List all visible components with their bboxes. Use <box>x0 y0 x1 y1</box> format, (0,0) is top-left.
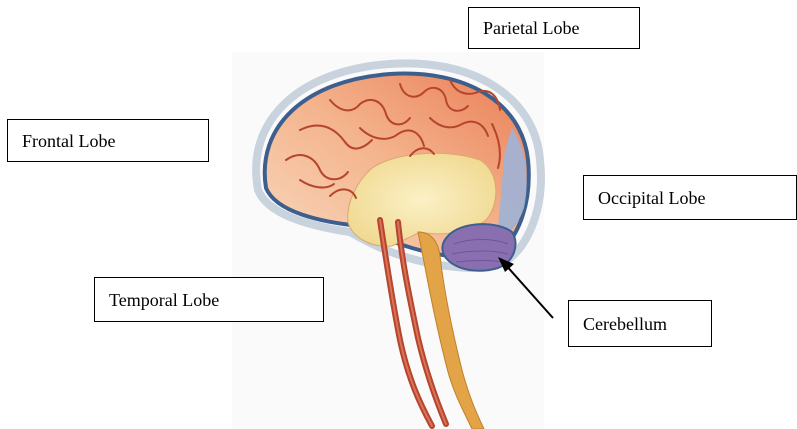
label-cerebellum-text: Cerebellum <box>583 315 667 333</box>
label-occipital-lobe-text: Occipital Lobe <box>598 189 705 207</box>
label-parietal-lobe-text: Parietal Lobe <box>483 19 579 37</box>
label-frontal-lobe-text: Frontal Lobe <box>22 132 115 150</box>
label-frontal-lobe: Frontal Lobe <box>7 119 209 162</box>
label-temporal-lobe: Temporal Lobe <box>94 277 324 322</box>
label-occipital-lobe: Occipital Lobe <box>583 175 797 220</box>
label-temporal-lobe-text: Temporal Lobe <box>109 291 219 309</box>
label-cerebellum: Cerebellum <box>568 300 712 347</box>
label-parietal-lobe: Parietal Lobe <box>468 7 640 49</box>
